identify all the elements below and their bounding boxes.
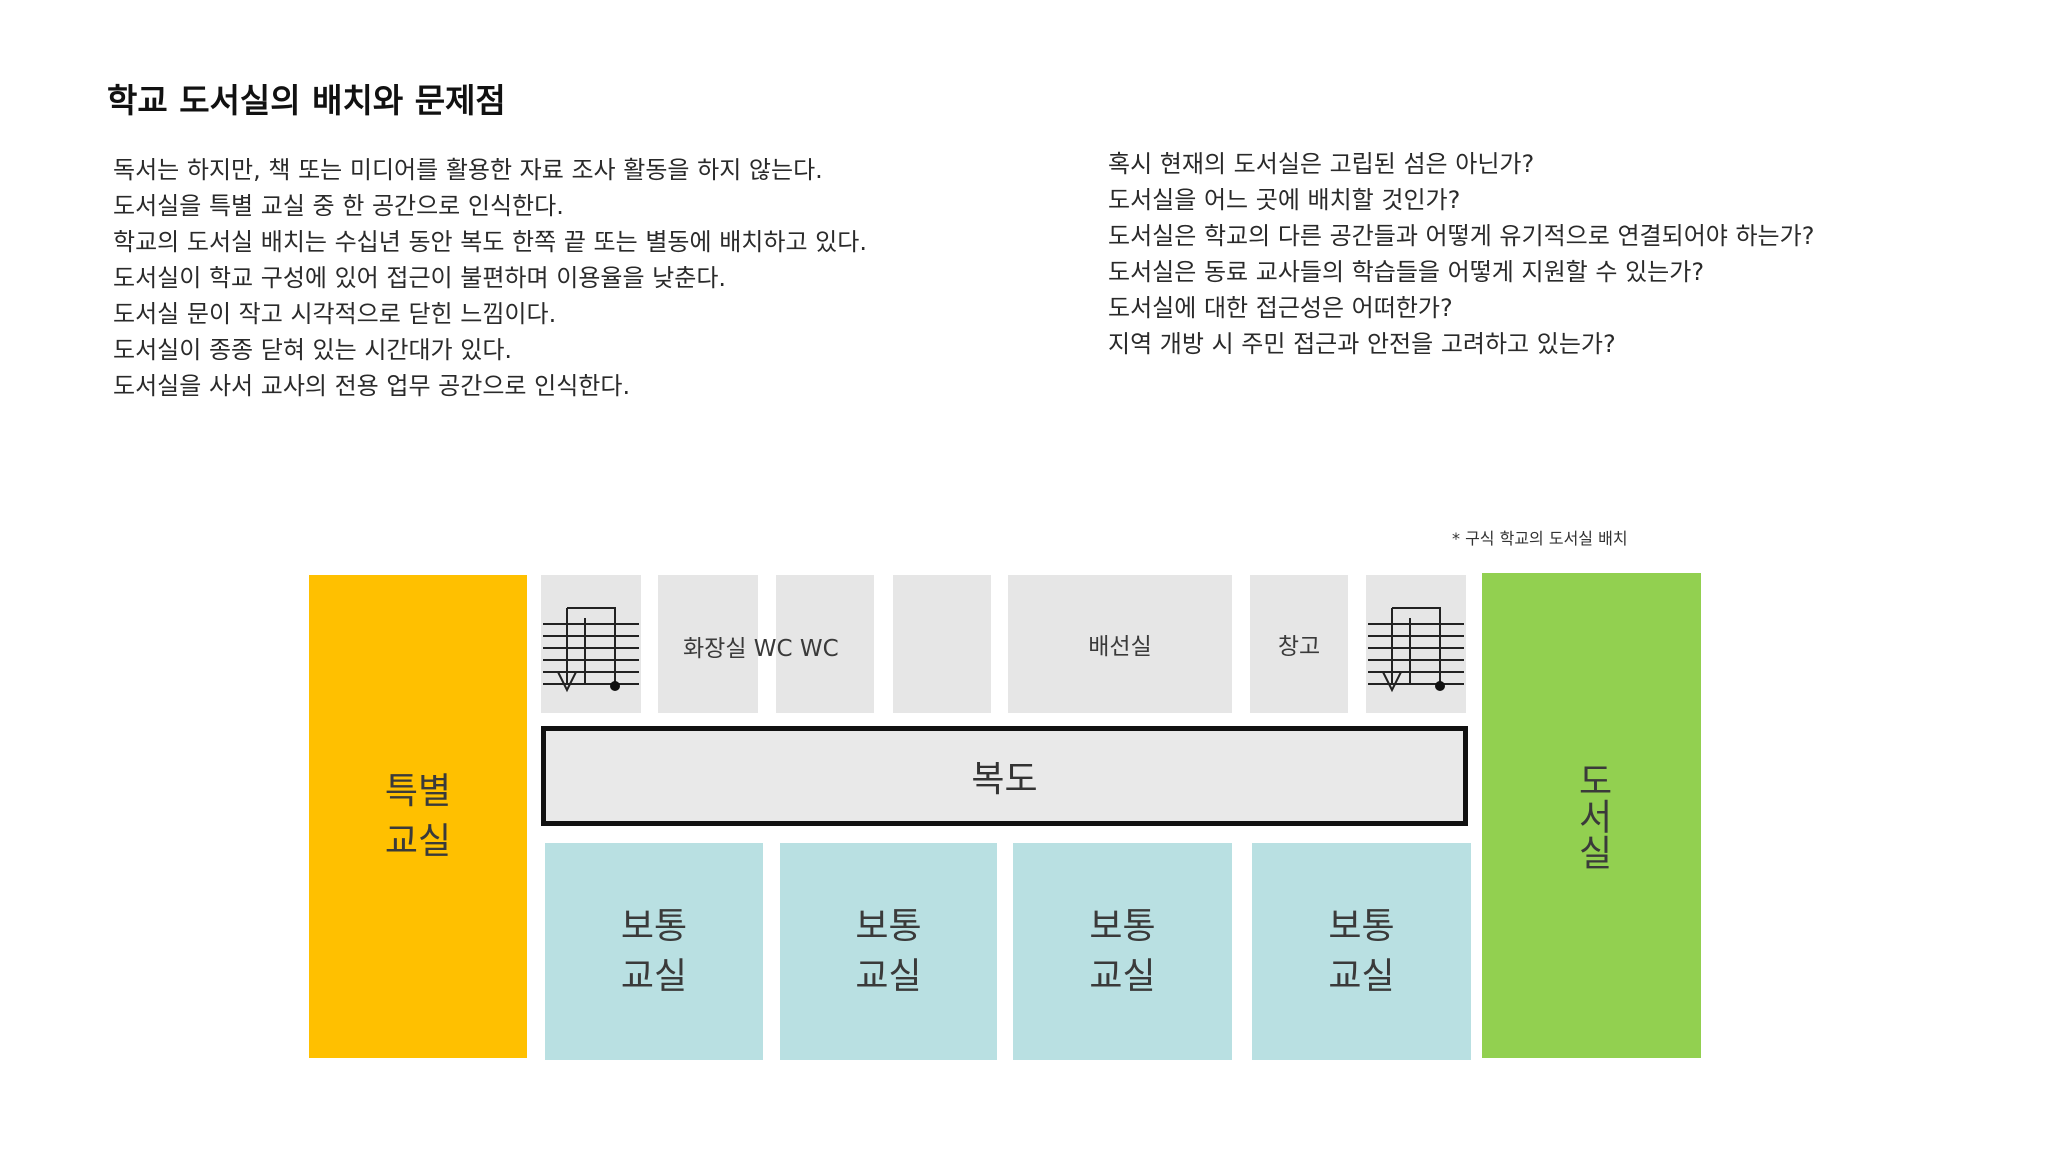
problem-list: 독서는 하지만, 책 또는 미디어를 활용한 자료 조사 활동을 하지 않는다.… [113,152,867,404]
problem-item: 도서실을 특별 교실 중 한 공간으로 인식한다. [113,192,564,220]
restroom-block-a [658,575,758,713]
staircase-right [1366,575,1466,713]
problem-item: 도서실이 종종 닫혀 있는 시간대가 있다. [113,336,513,364]
classroom-label-line2: 교실 [620,955,688,997]
library-label: 도서실 [1571,761,1613,870]
classroom-label-line2: 교실 [1328,955,1395,997]
question-item: 도서실은 학교의 다른 공간들과 어떻게 유기적으로 연결되어야 하는가? [1108,222,1815,250]
classroom-1: 보통 교실 [545,843,763,1060]
classroom-3: 보통 교실 [1013,843,1232,1060]
special-classroom-label-line2: 교실 [384,820,452,862]
broadcast-room-label: 배선실 [1088,634,1152,660]
question-item: 도서실은 동료 교사들의 학습들을 어떻게 지원할 수 있는가? [1108,258,1705,286]
classroom-label: 보통 교실 [855,902,921,1002]
classroom-label-line2: 교실 [855,955,922,997]
special-classroom-label-line1: 특별 [384,770,452,812]
page-title: 학교 도서실의 배치와 문제점 [107,81,506,120]
staircase-left [541,575,641,713]
classroom-4: 보통 교실 [1252,843,1471,1060]
corridor-label: 복도 [971,759,1038,800]
staircase-icon [543,607,639,693]
restroom-label: 화장실 WC WC [683,636,839,662]
restroom-block-b [776,575,874,713]
question-list: 혹시 현재의 도서실은 고립된 섬은 아닌가? 도서실을 어느 곳에 배치할 것… [1108,146,1814,362]
classroom-label-line1: 보통 [855,905,922,947]
library-room: 도서실 [1482,573,1701,1058]
question-item: 지역 개방 시 주민 접근과 안전을 고려하고 있는가? [1108,330,1616,358]
broadcast-room: 배선실 [1008,575,1232,713]
special-classroom-label: 특별 교실 [385,767,451,867]
classroom-label: 보통 교실 [1089,902,1155,1002]
staircase-icon [1368,607,1464,693]
problem-item: 도서실을 사서 교사의 전용 업무 공간으로 인식한다. [113,372,631,400]
problem-item: 도서실 문이 작고 시각적으로 닫힌 느낌이다. [113,300,557,328]
classroom-label-line1: 보통 [1328,905,1395,947]
storage-room: 창고 [1250,575,1348,713]
classroom-label-line1: 보통 [620,905,688,947]
classroom-label-line2: 교실 [1089,955,1156,997]
question-item: 도서실에 대한 접근성은 어떠한가? [1108,294,1453,322]
empty-room [893,575,991,713]
problem-item: 학교의 도서실 배치는 수십년 동안 복도 한쪽 끝 또는 별동에 배치하고 있… [113,228,867,256]
problem-item: 도서실이 학교 구성에 있어 접근이 불편하며 이용율을 낮춘다. [113,264,727,292]
problem-item: 독서는 하지만, 책 또는 미디어를 활용한 자료 조사 활동을 하지 않는다. [113,156,823,184]
diagram-note: * 구식 학교의 도서실 배치 [1452,529,1628,548]
question-item: 도서실을 어느 곳에 배치할 것인가? [1108,186,1461,214]
classroom-label: 보통 교실 [621,902,687,1002]
classroom-label: 보통 교실 [1328,902,1394,1002]
classroom-label-line1: 보통 [1089,905,1156,947]
question-item: 혹시 현재의 도서실은 고립된 섬은 아닌가? [1108,150,1535,178]
corridor: 복도 [541,726,1468,826]
classroom-2: 보통 교실 [780,843,997,1060]
special-classroom: 특별 교실 [309,575,527,1058]
storage-room-label: 창고 [1277,634,1321,660]
